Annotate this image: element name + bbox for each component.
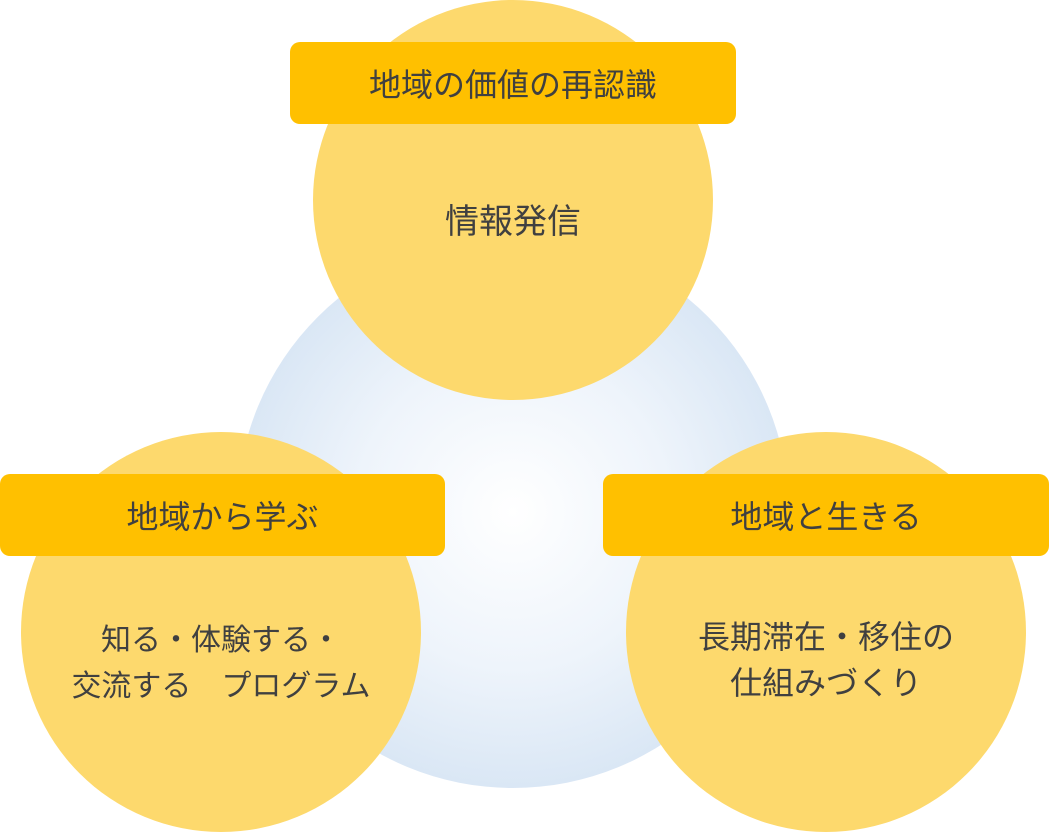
circle-information-line-1: 情報発信 [445, 202, 581, 242]
circle-learning-line-2: 交流する プログラム [71, 669, 371, 704]
circle-information-text: 情報発信 [313, 200, 713, 244]
circle-learning-line-1: 知る・体験する・ [101, 623, 341, 658]
label-living-with-region: 地域と生きる [603, 474, 1049, 556]
circle-living-line-1: 長期滞在・移住の [697, 618, 954, 656]
label-revaluing-region: 地域の価値の再認識 [290, 42, 736, 124]
label-learning-from-region: 地域から学ぶ [0, 474, 445, 556]
circle-living-text: 長期滞在・移住の 仕組みづくり [626, 614, 1026, 706]
circle-living-line-2: 仕組みづくり [729, 664, 922, 702]
circle-learning-text: 知る・体験する・ 交流する プログラム [21, 618, 421, 710]
